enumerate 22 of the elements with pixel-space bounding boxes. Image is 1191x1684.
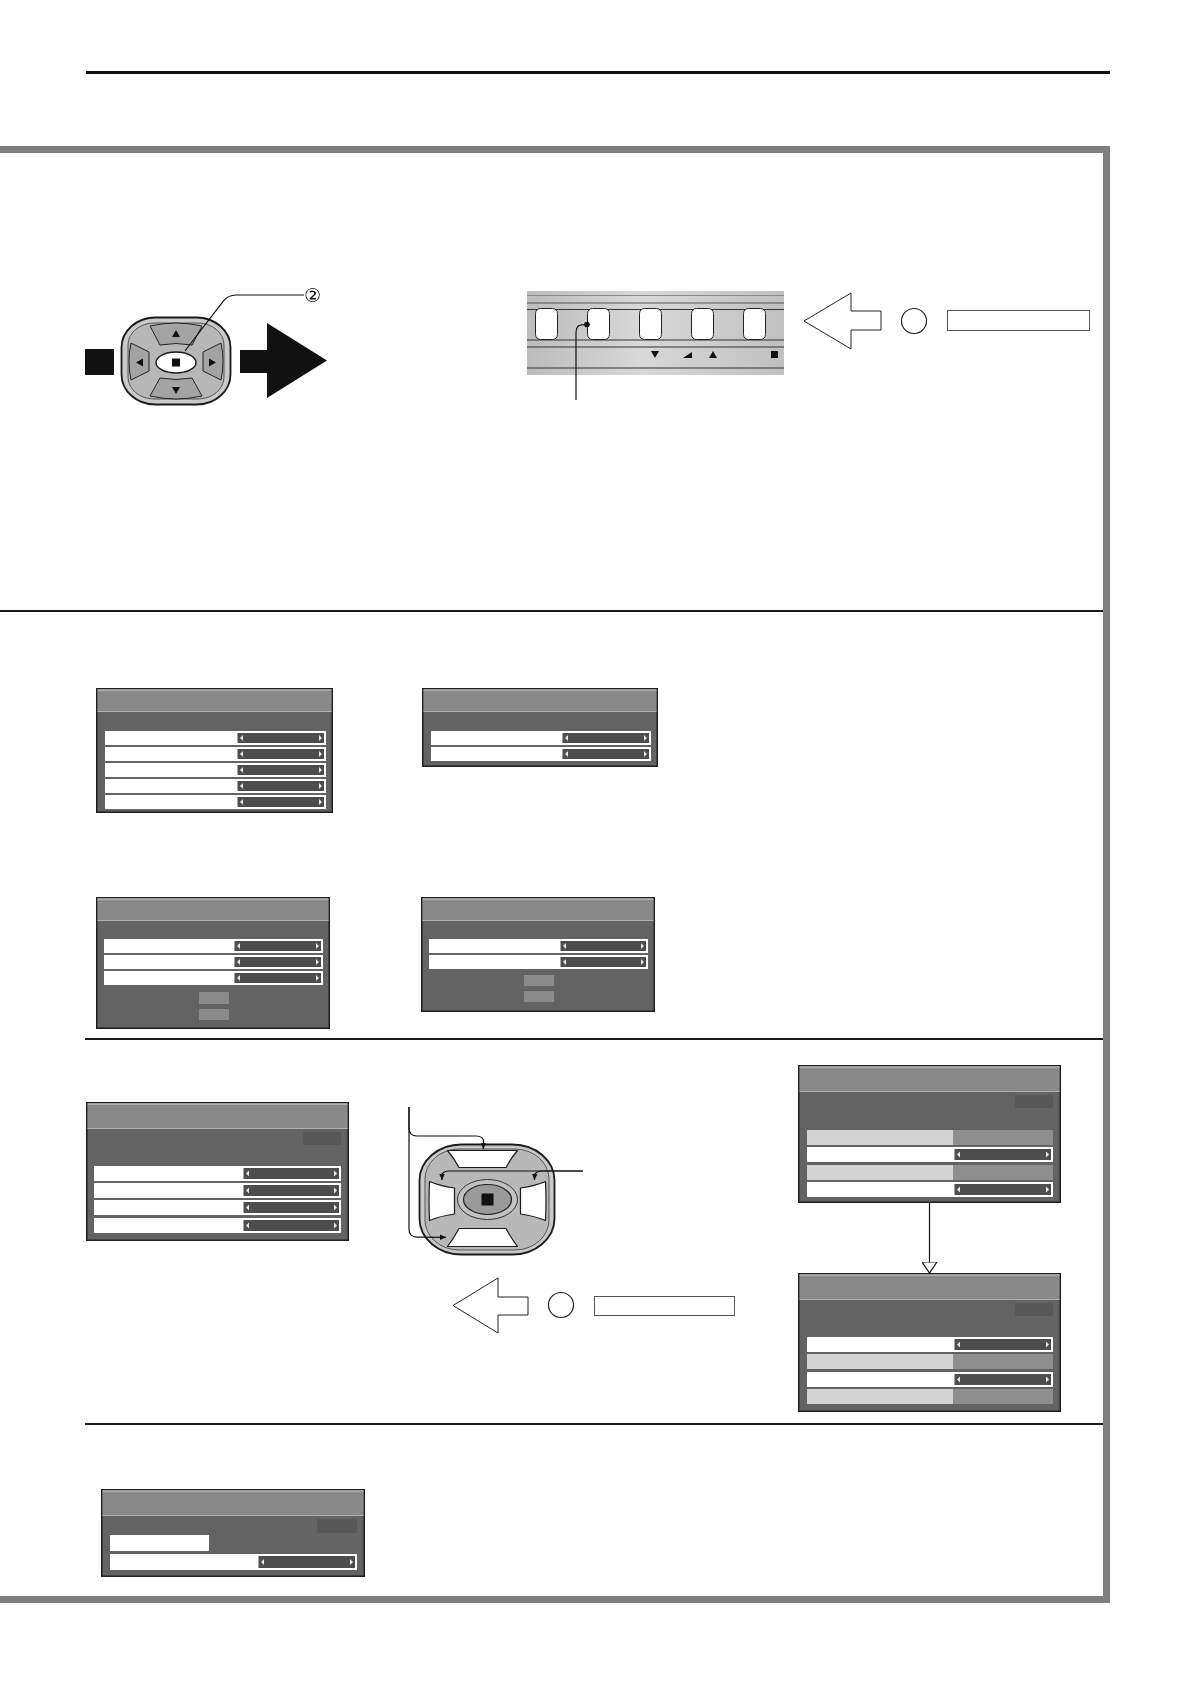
menu-screen	[101, 1489, 365, 1577]
panel-button	[691, 308, 714, 340]
menu-screen	[421, 897, 655, 1012]
menu-screen	[96, 897, 330, 1029]
panel-button	[639, 308, 662, 340]
left-button	[428, 1180, 456, 1222]
menu-screen	[798, 1065, 1061, 1203]
leader-line	[184, 294, 305, 352]
right-button	[519, 1180, 547, 1222]
leader-line	[408, 1106, 447, 1240]
arrow	[921, 1202, 938, 1274]
callout-number: ②	[304, 284, 322, 306]
menu-screen	[798, 1273, 1061, 1412]
menu-screen	[422, 688, 658, 767]
menu-screen	[96, 688, 333, 813]
leader-line	[575, 321, 590, 401]
panel-button	[535, 308, 558, 340]
menu-screen	[86, 1102, 349, 1241]
center-button	[155, 351, 197, 374]
panel-button	[587, 308, 610, 340]
leader-line	[532, 1170, 584, 1181]
panel-button	[743, 308, 766, 340]
